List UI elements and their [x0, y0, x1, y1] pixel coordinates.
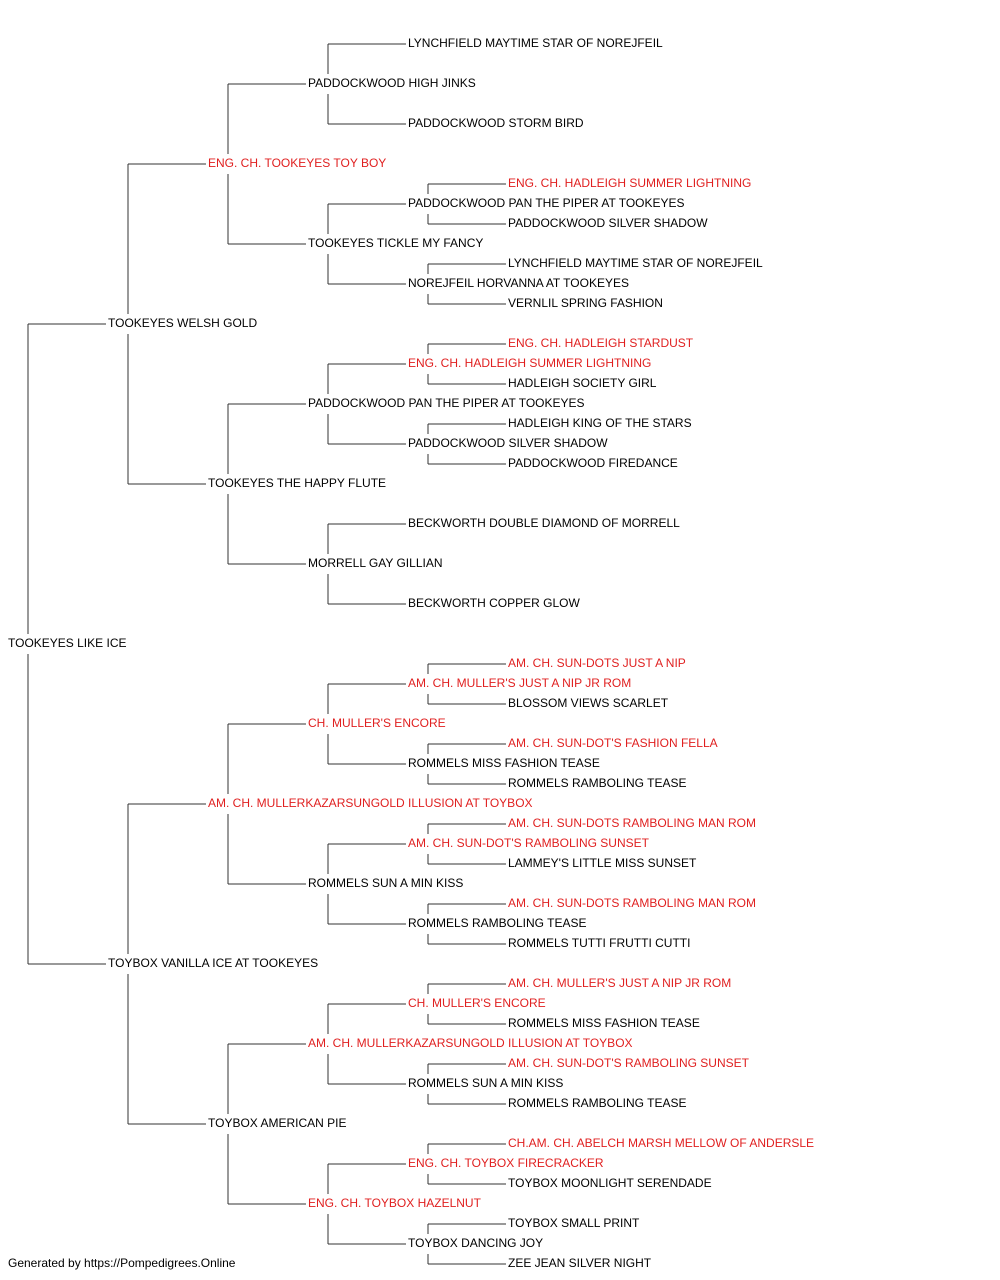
pedigree-node-root-dam-sire-sire-dam-dam: ROMMELS RAMBOLING TEASE: [508, 776, 686, 790]
pedigree-node-root-dam-sire-dam-sire-sire: AM. CH. SUN-DOTS RAMBOLING MAN ROM: [508, 816, 756, 830]
pedigree-node-root-dam-dam-dam-dam: TOYBOX DANCING JOY: [408, 1236, 543, 1250]
pedigree-node-root-dam-sire-sire: CH. MULLER'S ENCORE: [308, 716, 446, 730]
pedigree-node-root-dam-dam-dam-dam-dam: ZEE JEAN SILVER NIGHT: [508, 1256, 652, 1270]
pedigree-node-root-dam-sire-dam-sire-dam: LAMMEY'S LITTLE MISS SUNSET: [508, 856, 697, 870]
pedigree-node-root-sire-dam-sire-dam-sire: HADLEIGH KING OF THE STARS: [508, 416, 692, 430]
pedigree-node-root-dam-dam-sire-dam-sire: AM. CH. SUN-DOT'S RAMBOLING SUNSET: [508, 1056, 750, 1070]
pedigree-node-root-sire-dam-sire-dam: PADDOCKWOOD SILVER SHADOW: [408, 436, 608, 450]
pedigree-node-root-dam-sire-sire-sire-dam: BLOSSOM VIEWS SCARLET: [508, 696, 669, 710]
pedigree-node-root-sire-sire-sire: PADDOCKWOOD HIGH JINKS: [308, 76, 476, 90]
pedigree-node-root-sire-sire-dam-dam-dam: VERNLIL SPRING FASHION: [508, 296, 663, 310]
pedigree-node-root-sire-dam-dam-dam: BECKWORTH COPPER GLOW: [408, 596, 580, 610]
pedigree-node-root-dam-sire-sire-dam-sire: AM. CH. SUN-DOT'S FASHION FELLA: [508, 736, 718, 750]
pedigree-node-root: TOOKEYES LIKE ICE: [8, 636, 127, 650]
pedigree-node-root-sire-dam-sire: PADDOCKWOOD PAN THE PIPER AT TOOKEYES: [308, 396, 585, 410]
pedigree-node-root-dam-sire-dam: ROMMELS SUN A MIN KISS: [308, 876, 463, 890]
pedigree-node-root-sire-dam-sire-sire-dam: HADLEIGH SOCIETY GIRL: [508, 376, 657, 390]
pedigree-node-root-dam-sire: AM. CH. MULLERKAZARSUNGOLD ILLUSION AT T…: [208, 796, 533, 810]
pedigree-node-root-dam-sire-sire-sire: AM. CH. MULLER'S JUST A NIP JR ROM: [408, 676, 631, 690]
pedigree-node-root-dam-sire-dam-sire: AM. CH. SUN-DOT'S RAMBOLING SUNSET: [408, 836, 650, 850]
pedigree-node-root-sire-sire-sire-dam: PADDOCKWOOD STORM BIRD: [408, 116, 584, 130]
pedigree-node-root-dam-dam-sire-sire-sire: AM. CH. MULLER'S JUST A NIP JR ROM: [508, 976, 731, 990]
pedigree-node-root-sire-dam-dam: MORRELL GAY GILLIAN: [308, 556, 443, 570]
pedigree-node-root-sire-sire-dam-dam-sire: LYNCHFIELD MAYTIME STAR OF NOREJFEIL: [508, 256, 763, 270]
pedigree-node-root-dam-dam: TOYBOX AMERICAN PIE: [208, 1116, 346, 1130]
pedigree-node-root-sire-sire-dam: TOOKEYES TICKLE MY FANCY: [308, 236, 483, 250]
pedigree-node-root-sire-sire: ENG. CH. TOOKEYES TOY BOY: [208, 156, 386, 170]
pedigree-node-root-dam-sire-dam-dam-dam: ROMMELS TUTTI FRUTTI CUTTI: [508, 936, 690, 950]
pedigree-node-root-dam-sire-dam-dam-sire: AM. CH. SUN-DOTS RAMBOLING MAN ROM: [508, 896, 756, 910]
pedigree-node-root-sire-sire-dam-sire-dam: PADDOCKWOOD SILVER SHADOW: [508, 216, 708, 230]
pedigree-node-root-dam-dam-dam-sire-sire: CH.AM. CH. ABELCH MARSH MELLOW OF ANDERS…: [508, 1136, 814, 1150]
generated-by-footer: Generated by https://Pompedigrees.Online: [8, 1256, 236, 1270]
pedigree-node-root-sire: TOOKEYES WELSH GOLD: [108, 316, 257, 330]
pedigree-node-root-sire-dam-sire-sire-sire: ENG. CH. HADLEIGH STARDUST: [508, 336, 694, 350]
pedigree-node-root-dam-dam-dam-dam-sire: TOYBOX SMALL PRINT: [508, 1216, 640, 1230]
pedigree-node-root-dam-dam-dam: ENG. CH. TOYBOX HAZELNUT: [308, 1196, 482, 1210]
pedigree-node-root-sire-dam-dam-sire: BECKWORTH DOUBLE DIAMOND OF MORRELL: [408, 516, 680, 530]
pedigree-node-root-dam-sire-dam-dam: ROMMELS RAMBOLING TEASE: [408, 916, 586, 930]
pedigree-node-root-dam-dam-sire-sire: CH. MULLER'S ENCORE: [408, 996, 546, 1010]
pedigree-node-root-dam-dam-sire: AM. CH. MULLERKAZARSUNGOLD ILLUSION AT T…: [308, 1036, 633, 1050]
pedigree-node-root-dam-sire-sire-sire-sire: AM. CH. SUN-DOTS JUST A NIP: [508, 656, 686, 670]
pedigree-node-root-dam-dam-sire-dam: ROMMELS SUN A MIN KISS: [408, 1076, 563, 1090]
pedigree-node-root-dam-dam-dam-sire: ENG. CH. TOYBOX FIRECRACKER: [408, 1156, 604, 1170]
pedigree-node-root-sire-dam: TOOKEYES THE HAPPY FLUTE: [208, 476, 386, 490]
pedigree-node-root-sire-sire-dam-dam: NOREJFEIL HORVANNA AT TOOKEYES: [408, 276, 629, 290]
pedigree-node-root-dam: TOYBOX VANILLA ICE AT TOOKEYES: [108, 956, 318, 970]
pedigree-node-root-sire-dam-sire-dam-dam: PADDOCKWOOD FIREDANCE: [508, 456, 678, 470]
pedigree-node-root-dam-sire-sire-dam: ROMMELS MISS FASHION TEASE: [408, 756, 600, 770]
pedigree-node-root-dam-dam-dam-sire-dam: TOYBOX MOONLIGHT SERENDADE: [508, 1176, 712, 1190]
pedigree-node-root-sire-sire-dam-sire: PADDOCKWOOD PAN THE PIPER AT TOOKEYES: [408, 196, 685, 210]
pedigree-node-root-sire-sire-dam-sire-sire: ENG. CH. HADLEIGH SUMMER LIGHTNING: [508, 176, 751, 190]
pedigree-node-root-sire-dam-sire-sire: ENG. CH. HADLEIGH SUMMER LIGHTNING: [408, 356, 651, 370]
pedigree-node-root-sire-sire-sire-sire: LYNCHFIELD MAYTIME STAR OF NOREJFEIL: [408, 36, 663, 50]
pedigree-node-root-dam-dam-sire-dam-dam: ROMMELS RAMBOLING TEASE: [508, 1096, 686, 1110]
pedigree-node-root-dam-dam-sire-sire-dam: ROMMELS MISS FASHION TEASE: [508, 1016, 700, 1030]
